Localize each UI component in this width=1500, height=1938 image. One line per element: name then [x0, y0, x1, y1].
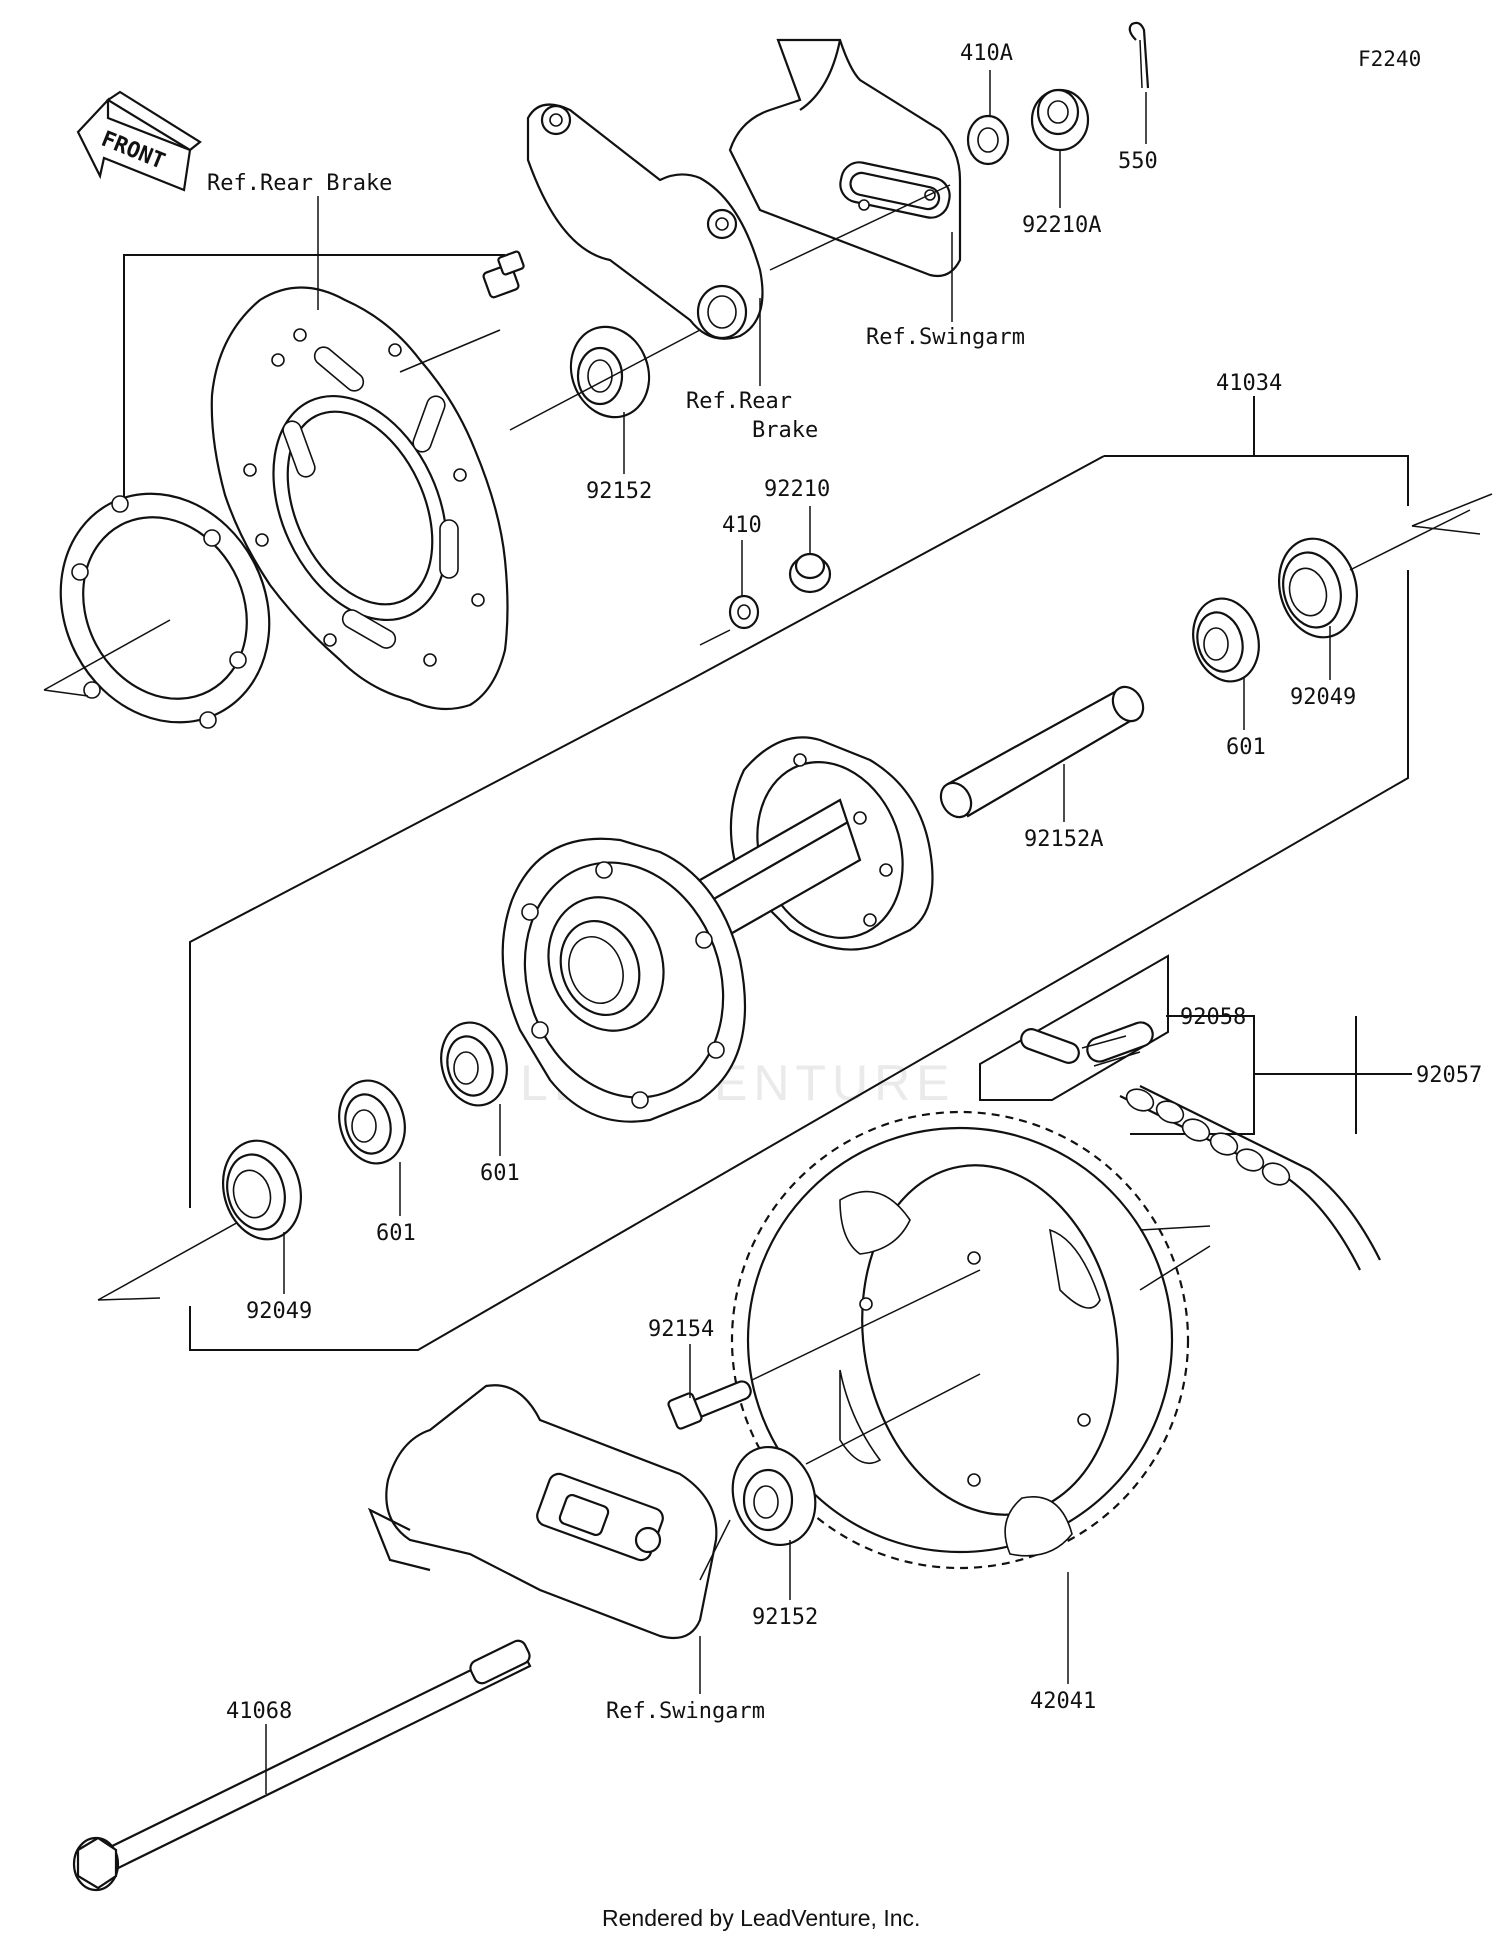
part-label-92154[interactable]: 92154 [648, 1317, 714, 1342]
part-label-550[interactable]: 550 [1118, 149, 1158, 174]
swingarm-bottom-drawing [367, 1384, 718, 1640]
swingarm-top-drawing [728, 38, 962, 278]
disc-bolt-drawing [482, 250, 525, 299]
part-label-601-right[interactable]: 601 [1226, 735, 1266, 760]
sprocket-42041-drawing [730, 1110, 1190, 1570]
nut-92210A-drawing [1030, 88, 1090, 152]
ref-rear-brake-top-label[interactable]: Ref.Rear Brake [207, 171, 392, 196]
collar-92152-bottom-drawing [731, 1445, 817, 1547]
diagram-code: F2240 [1358, 47, 1421, 71]
washer-410A-drawing [966, 114, 1010, 166]
part-label-601-mid[interactable]: 601 [480, 1161, 520, 1186]
part-label-92152A[interactable]: 92152A [1024, 827, 1103, 852]
nut-92210-drawing [788, 552, 832, 594]
spacer-92152A-drawing [939, 685, 1145, 819]
collar-92152-top-drawing [569, 325, 651, 419]
cotter-pin-550-drawing [1128, 21, 1150, 89]
part-label-92210A[interactable]: 92210A [1022, 213, 1101, 238]
ref-rear-brake-mid-label-1[interactable]: Ref.Rear [686, 389, 792, 414]
bearing-601-right-drawing [1192, 597, 1260, 683]
part-label-92210[interactable]: 92210 [764, 477, 830, 502]
ref-swingarm-bottom-label[interactable]: Ref.Swingarm [606, 1699, 765, 1724]
ref-rear-brake-disc-drawing [43, 250, 525, 729]
caliper-bracket-drawing [526, 103, 764, 340]
brake-disc-drawing [210, 286, 509, 711]
bearing-601-mid-drawing [440, 1021, 508, 1107]
part-label-92049-left[interactable]: 92049 [246, 1299, 312, 1324]
bearing-601-left-drawing [338, 1079, 406, 1165]
bolt-92154-drawing [667, 1380, 752, 1430]
axle-41068-drawing [72, 1639, 532, 1892]
footer-credit: Rendered by LeadVenture, Inc. [602, 1905, 920, 1931]
part-label-410A[interactable]: 410A [960, 41, 1013, 66]
chain-drawing [1119, 1085, 1381, 1271]
seal-92049-right-drawing [1277, 537, 1359, 639]
part-label-601-left[interactable]: 601 [376, 1221, 416, 1246]
part-label-92152-top[interactable]: 92152 [586, 479, 652, 504]
part-label-41034[interactable]: 41034 [1216, 371, 1282, 396]
master-link-drawing [1020, 1021, 1154, 1067]
washer-410-drawing [728, 594, 760, 630]
front-arrow-icon: FRONT [76, 90, 202, 192]
part-label-42041[interactable]: 42041 [1030, 1689, 1096, 1714]
ref-rear-brake-mid-label-2[interactable]: Brake [752, 418, 818, 443]
part-label-410[interactable]: 410 [722, 513, 762, 538]
part-label-92057[interactable]: 92057 [1416, 1063, 1482, 1088]
ref-swingarm-top-label[interactable]: Ref.Swingarm [866, 325, 1025, 350]
part-label-41068[interactable]: 41068 [226, 1699, 292, 1724]
part-label-92058[interactable]: 92058 [1180, 1005, 1246, 1030]
part-label-92049-right[interactable]: 92049 [1290, 685, 1356, 710]
gasket-ring-drawing [59, 492, 271, 729]
part-label-92152-bottom[interactable]: 92152 [752, 1605, 818, 1630]
rear-hub-drawing [501, 736, 934, 1123]
seal-92049-left-drawing [221, 1139, 303, 1241]
